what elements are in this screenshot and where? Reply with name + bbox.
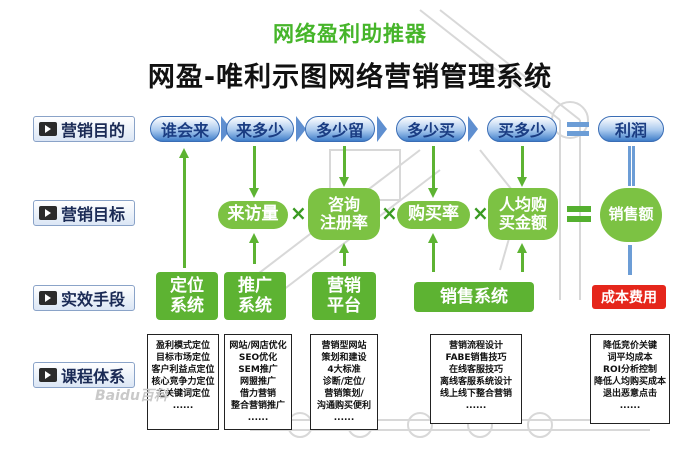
arrow-down-icon <box>339 177 349 187</box>
equals-icon <box>567 122 589 136</box>
arrow-line <box>183 158 186 268</box>
row-label-marketing-purpose: 营销目的 <box>33 116 135 142</box>
arrow-line <box>432 242 435 272</box>
arrow-line <box>253 146 256 190</box>
subtitle: 网络盈利助推器 <box>273 22 427 46</box>
arrow-icon <box>39 206 57 220</box>
purpose-how-many-come: 来多少 <box>226 116 294 142</box>
means-positioning-system: 定位 系统 <box>156 272 218 320</box>
purpose-profit: 利润 <box>598 116 664 142</box>
arrow-icon <box>39 291 57 305</box>
target-visits: 来访量 <box>218 201 288 229</box>
row-label-effective-means: 实效手段 <box>33 285 135 311</box>
arrow-up-icon <box>179 148 189 158</box>
page-title: 网盈-唯利示图网络营销管理系统 <box>147 62 553 93</box>
arrow-up-icon <box>339 243 349 253</box>
means-promotion-system: 推广 系统 <box>224 272 286 320</box>
arrow-line <box>343 252 346 266</box>
purpose-how-many-stay: 多少留 <box>305 116 375 142</box>
arrow-up-icon <box>249 233 259 243</box>
chevron-right-icon <box>377 116 387 142</box>
target-avg-purchase-amount: 人均购 买金额 <box>488 188 558 240</box>
purpose-who-comes: 谁会来 <box>150 116 220 142</box>
double-line-connector <box>628 146 635 186</box>
multiply-icon: × <box>290 201 307 225</box>
row-label-marketing-target: 营销目标 <box>33 200 135 226</box>
purpose-how-much-buy: 买多少 <box>487 116 557 142</box>
arrow-line <box>432 146 435 190</box>
multiply-icon: × <box>472 201 489 225</box>
arrow-icon <box>39 122 57 136</box>
course-box-positioning: 盈利模式定位目标市场定位客户利益点定位 核心竞争力定位主关键词定位...... <box>147 334 219 430</box>
target-consult-register-rate: 咨询 注册率 <box>308 188 380 240</box>
cost-connector-line <box>628 245 632 275</box>
arrow-down-icon <box>428 188 438 198</box>
chevron-right-icon <box>296 116 306 142</box>
arrow-up-icon <box>428 233 438 243</box>
target-sales-revenue: 销售额 <box>600 188 662 242</box>
chevron-right-icon <box>468 116 478 142</box>
arrow-down-icon <box>517 177 527 187</box>
arrow-up-icon <box>517 243 527 253</box>
arrow-line <box>521 146 524 178</box>
watermark: Baidu百科 <box>95 388 168 404</box>
arrow-icon <box>39 368 57 382</box>
arrow-line <box>343 146 346 178</box>
arrow-line <box>521 252 524 272</box>
equals-icon <box>567 206 591 222</box>
row-label-course-system: 课程体系 <box>33 362 135 388</box>
arrow-line <box>253 242 256 264</box>
purpose-how-many-buy: 多少买 <box>396 116 466 142</box>
cost-expense-badge: 成本费用 <box>592 285 666 309</box>
multiply-icon: × <box>381 201 398 225</box>
arrow-down-icon <box>249 188 259 198</box>
means-sales-system: 销售系统 <box>414 282 534 312</box>
means-marketing-platform: 营销 平台 <box>312 272 376 320</box>
target-purchase-rate: 购买率 <box>397 201 470 229</box>
